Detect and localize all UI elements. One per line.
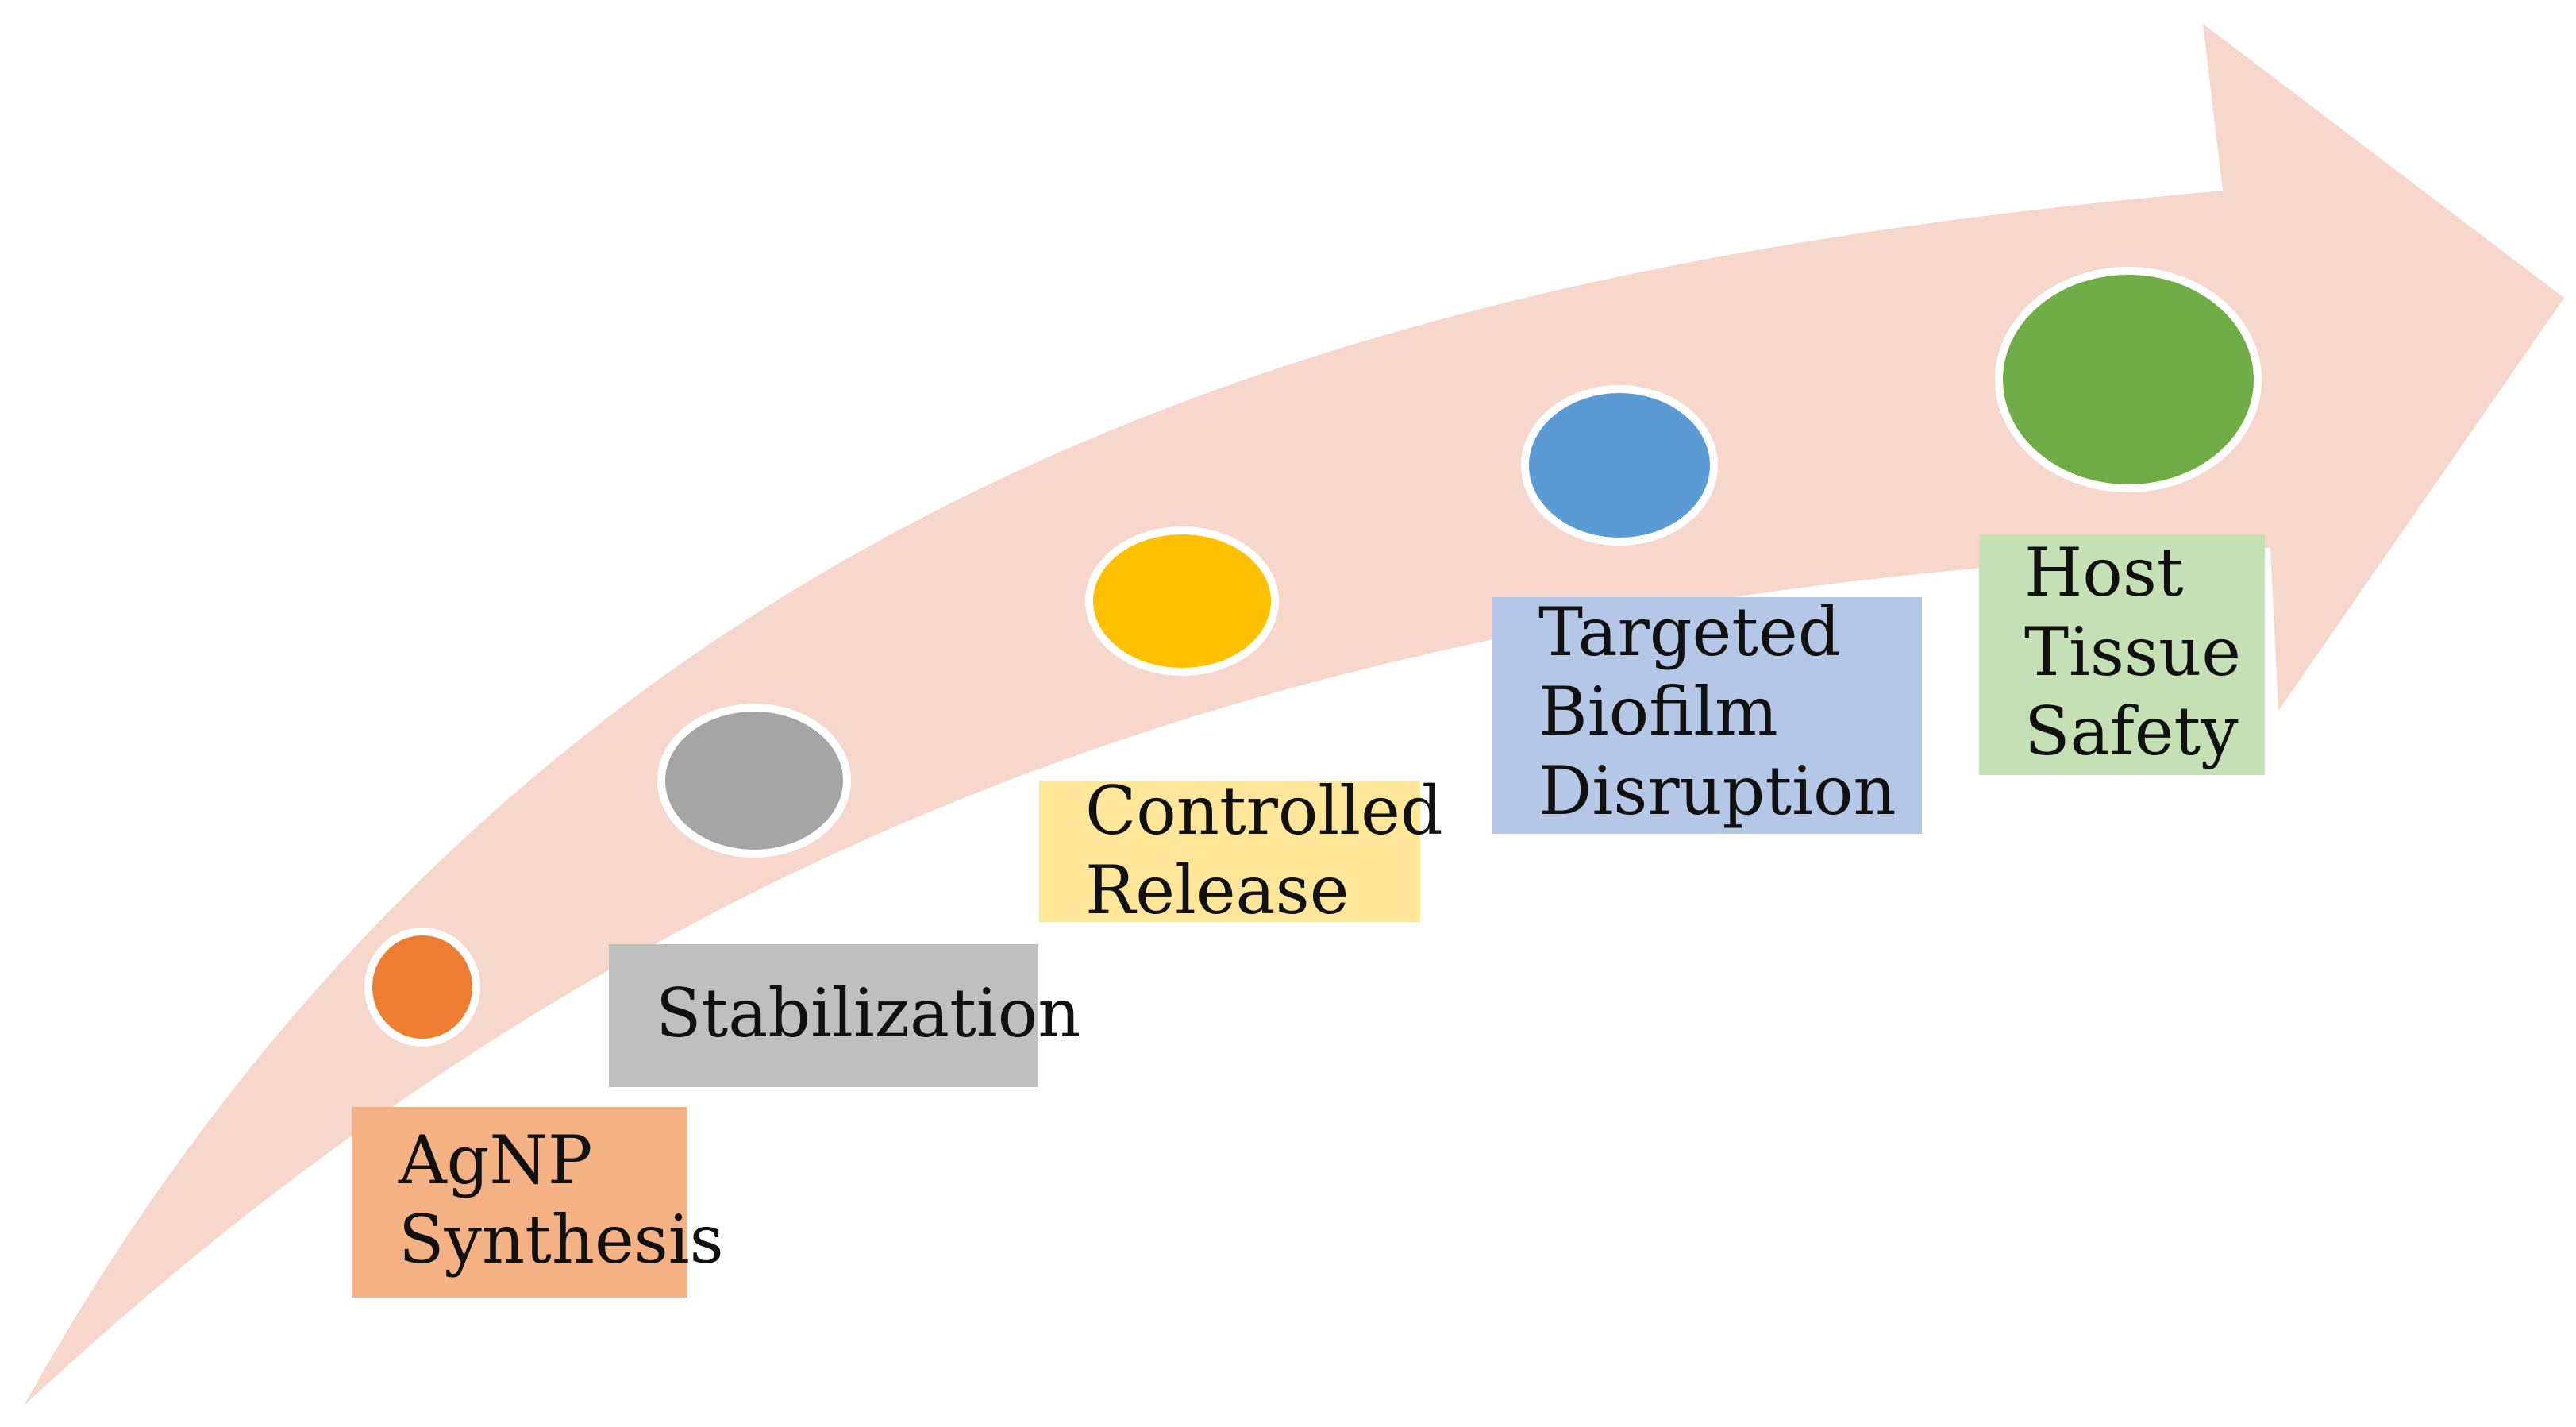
- stage-label-controlled-release: Controlled Release: [1085, 772, 1464, 929]
- stage-label-host-tissue-safety: Host Tissue Safety: [2024, 534, 2262, 770]
- stage-label-line: Host: [2024, 534, 2184, 611]
- stage-targeted-biofilm-disruption: Targeted Biofilm Disruption: [1492, 385, 1922, 834]
- stage-label-agnp-synthesis: AgNP Synthesis: [398, 1121, 724, 1279]
- stage-dot-targeted-biofilm-disruption: [1521, 385, 1718, 546]
- stage-dot-agnp-synthesis: [364, 928, 480, 1047]
- stage-label-line: Disruption: [1538, 752, 1896, 830]
- stage-agnp-synthesis: AgNP Synthesis: [352, 928, 724, 1298]
- stage-controlled-release: Controlled Release: [1039, 526, 1464, 929]
- stage-box-targeted-biofilm-disruption: [1492, 597, 1922, 834]
- stage-label-targeted-biofilm-disruption: Targeted Biofilm Disruption: [1538, 593, 1896, 830]
- stage-label-line: Biofilm: [1538, 673, 1778, 750]
- stage-label-line: Controlled: [1085, 772, 1443, 850]
- stage-dot-controlled-release: [1085, 526, 1279, 676]
- progress-arrow: [24, 24, 2564, 1406]
- stage-label-line: AgNP: [398, 1121, 592, 1199]
- stage-label-line: Targeted: [1538, 593, 1840, 671]
- stage-box-controlled-release: [1039, 781, 1420, 922]
- stage-host-tissue-safety: Host Tissue Safety: [1979, 267, 2265, 775]
- stage-label-line: Synthesis: [399, 1201, 724, 1279]
- stage-box-host-tissue-safety: [1979, 534, 2265, 775]
- stage-label-line: Stabilization: [656, 974, 1080, 1052]
- stage-box-agnp-synthesis: [352, 1107, 687, 1298]
- stage-label-line: Safety: [2024, 692, 2239, 770]
- stage-label-stabilization: Stabilization: [656, 974, 1080, 1052]
- stage-label-line: Tissue: [2024, 613, 2241, 691]
- stage-dot-stabilization: [657, 704, 851, 858]
- stage-dot-host-tissue-safety: [1995, 267, 2262, 492]
- stage-stabilization: Stabilization: [609, 704, 1080, 1087]
- stage-label-line: Release: [1085, 851, 1349, 929]
- stage-box-stabilization: [609, 944, 1038, 1087]
